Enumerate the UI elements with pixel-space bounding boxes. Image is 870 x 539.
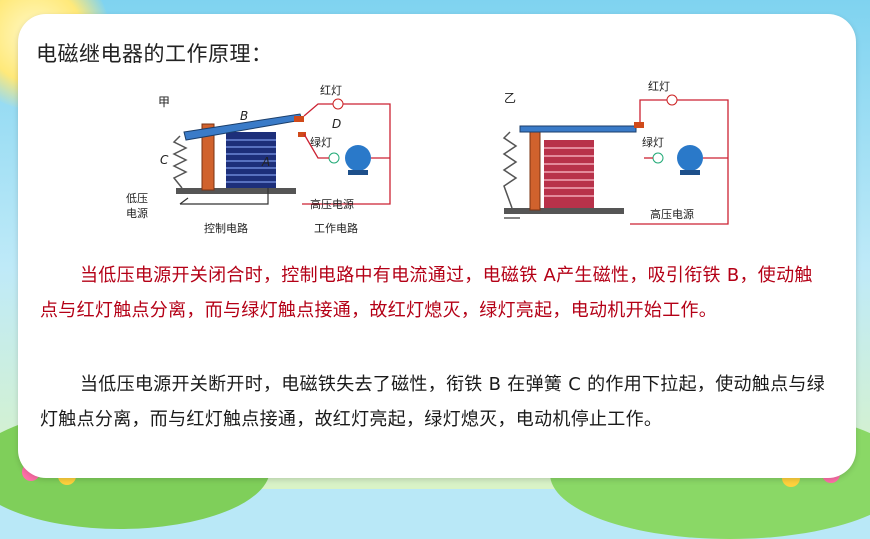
armature bbox=[519, 125, 637, 133]
electromagnet-A bbox=[226, 132, 276, 188]
green-lamp-label: 绿灯 bbox=[310, 135, 332, 149]
moving-contact bbox=[294, 116, 304, 122]
label-D: D bbox=[332, 117, 341, 131]
motor-icon bbox=[345, 145, 371, 171]
spring-C bbox=[172, 135, 188, 189]
green-lamp-label: 绿灯 bbox=[642, 135, 664, 149]
control-circuit-label: 控制电路 bbox=[204, 221, 248, 235]
high-voltage-label: 高压电源 bbox=[310, 197, 354, 211]
electromagnet bbox=[544, 140, 594, 208]
low-voltage-label-1: 低压 bbox=[126, 192, 148, 205]
label-B: B bbox=[240, 109, 248, 123]
relay-base bbox=[176, 188, 296, 194]
content-panel bbox=[18, 14, 856, 478]
paragraph-closed-switch: 当低压电源开关闭合时，控制电路中有电流通过，电磁铁 A产生磁性，吸引衔铁 B，使… bbox=[40, 265, 813, 321]
red-lamp-label: 红灯 bbox=[648, 80, 670, 93]
armature-post bbox=[201, 123, 215, 191]
motor-icon bbox=[677, 145, 703, 171]
label-yi: 乙 bbox=[504, 91, 516, 105]
relay-diagram-jia: 甲 B C A D 红灯 绿灯 低压 电源 高压电源 控制电路 工作电路 bbox=[126, 84, 391, 235]
red-lamp-label: 红灯 bbox=[320, 84, 342, 97]
low-voltage-label-2: 电源 bbox=[126, 206, 148, 220]
label-A: A bbox=[261, 155, 270, 169]
red-lamp-icon bbox=[666, 94, 678, 106]
green-contact bbox=[298, 132, 306, 137]
work-circuit-label: 工作电路 bbox=[314, 222, 358, 235]
red-lamp-icon bbox=[332, 98, 344, 110]
paragraph-open-switch: 当低压电源开关断开时，电磁铁失去了磁性，衔铁 B 在弹簧 C 的作用下拉起，使动… bbox=[40, 374, 825, 430]
label-C: C bbox=[160, 153, 169, 167]
high-voltage-label: 高压电源 bbox=[650, 207, 694, 221]
green-lamp-icon bbox=[652, 152, 664, 164]
page-title: 电磁继电器的工作原理： bbox=[36, 42, 273, 66]
spring bbox=[502, 131, 518, 209]
green-lamp-icon bbox=[328, 152, 340, 164]
relay-diagram-yi: 乙 红灯 绿灯 高压电源 bbox=[502, 80, 729, 225]
label-jia: 甲 bbox=[158, 95, 170, 109]
